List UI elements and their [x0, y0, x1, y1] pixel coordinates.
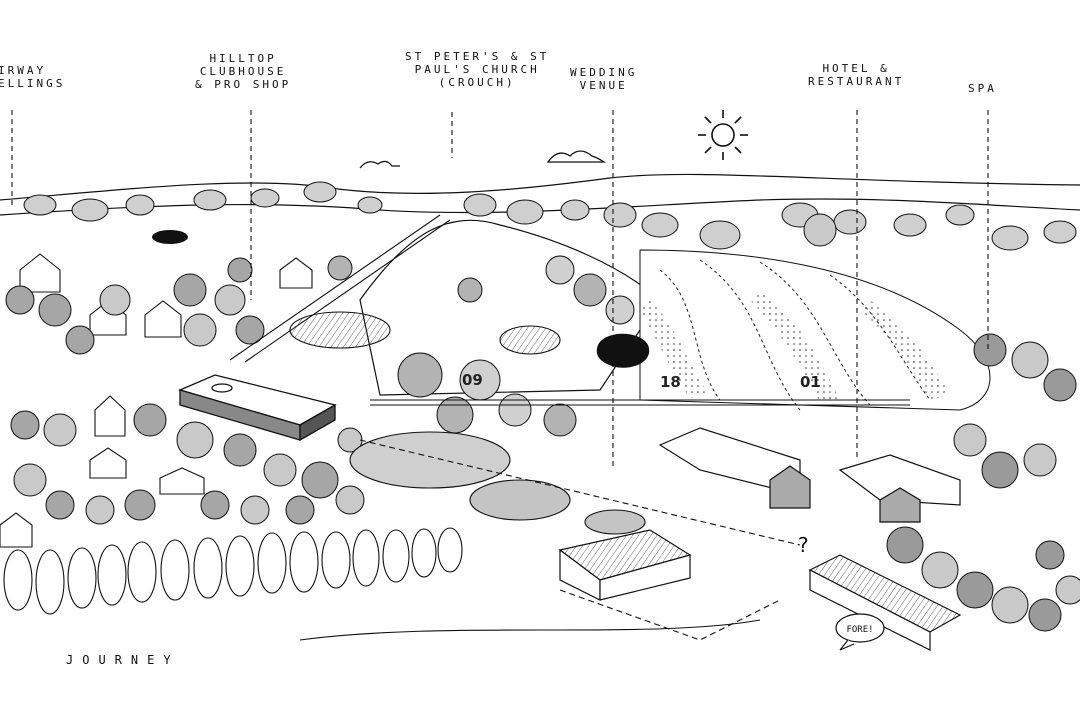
wedding-marquee — [558, 529, 692, 601]
label-clubhouse: HILLTOP CLUBHOUSE & PRO SHOP — [195, 52, 291, 91]
label-spa: SPA — [968, 82, 997, 95]
label-line: SPA — [968, 82, 997, 95]
trees-right — [803, 213, 1080, 632]
label-line: PAUL'S CHURCH — [414, 63, 540, 76]
pavilion-building — [808, 554, 962, 651]
label-fairway-dwellings: IRWAY ELLINGS — [0, 64, 65, 90]
label-line: HOTEL & — [822, 62, 890, 75]
label-wedding-venue: WEDDING VENUE — [570, 66, 637, 92]
hole-number-mid: 18 — [660, 373, 681, 391]
label-line: & PRO SHOP — [195, 78, 292, 91]
label-church: ST PETER'S & ST PAUL'S CHURCH (CROUCH) — [405, 50, 549, 89]
clubhouse-building — [178, 374, 337, 442]
sun-icon — [698, 110, 748, 160]
journey-route — [299, 399, 910, 641]
label-line: VENUE — [579, 79, 628, 92]
horizon-hills — [0, 173, 1080, 216]
label-line: IRWAY — [0, 64, 47, 77]
label-line: RESTAURANT — [808, 75, 905, 88]
village-houses — [0, 253, 313, 548]
pond-small — [152, 230, 188, 244]
label-line: HILLTOP — [209, 52, 277, 65]
poplar-row — [3, 527, 463, 615]
hole-number-right: 01 — [800, 373, 821, 391]
pond — [596, 333, 650, 368]
rough-stipple — [640, 290, 950, 402]
label-line: ST PETER'S & ST — [405, 50, 550, 63]
fore-text: FORE! — [846, 625, 873, 635]
label-line: ELLINGS — [0, 77, 66, 90]
label-line: WEDDING — [570, 66, 638, 79]
fore-speech-bubble: FORE! — [835, 613, 885, 651]
hill-path — [229, 214, 451, 363]
cloud-icon — [546, 150, 607, 163]
fairway-contours — [659, 259, 931, 411]
treeline-far — [23, 181, 1077, 251]
question-mark: ? — [798, 533, 809, 557]
label-line: CLUBHOUSE — [199, 65, 287, 78]
trees-centre — [327, 255, 635, 437]
hole-number-left: 09 — [462, 371, 483, 389]
fairway-right — [639, 249, 991, 411]
central-greens — [289, 311, 646, 535]
cloud-icon — [359, 160, 400, 169]
label-line: (CROUCH) — [438, 76, 516, 89]
leader-lines — [11, 110, 989, 470]
trees-left — [5, 257, 365, 525]
label-hotel-restaurant: HOTEL & RESTAURANT — [808, 62, 904, 88]
hotel-buildings — [658, 427, 961, 523]
journey-label: JOURNEY — [66, 653, 180, 667]
